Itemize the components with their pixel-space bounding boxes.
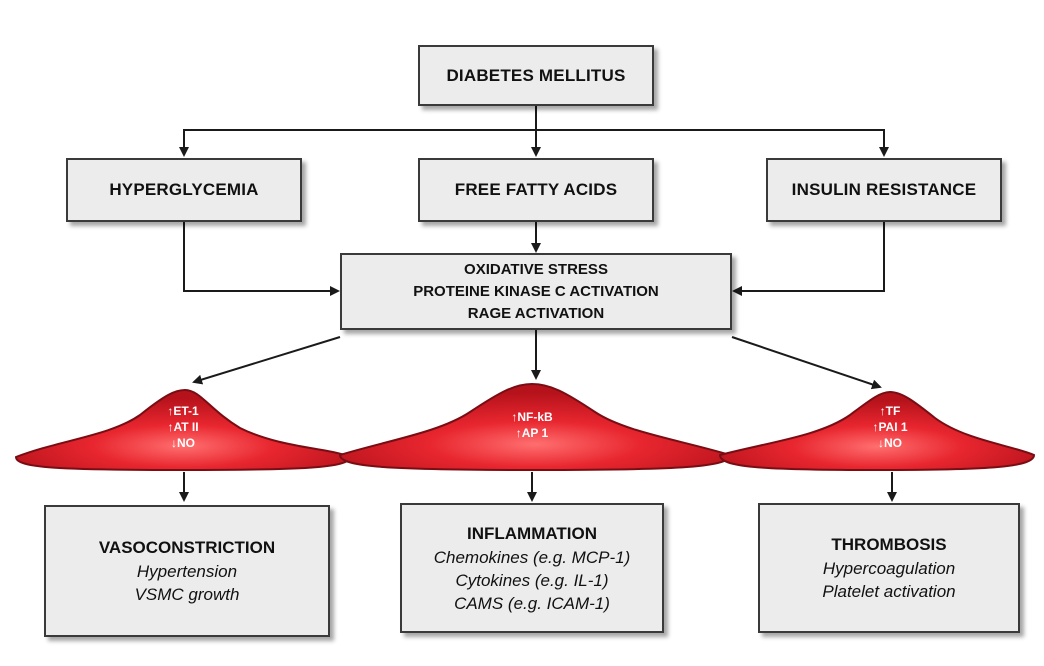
diabetes-mellitus-label: DIABETES MELLITUS — [446, 65, 626, 85]
ap1-marker: ↑AP 1 — [515, 426, 549, 440]
hyperglycemia-label: HYPERGLYCEMIA — [109, 180, 259, 199]
thrombosis-title: THROMBOSIS — [831, 535, 947, 554]
nfkb-marker: ↑NF-kB — [511, 410, 553, 424]
at2-marker: ↑AT II — [167, 420, 199, 434]
chemokines-item: Chemokines (e.g. MCP-1) — [433, 547, 631, 567]
mound-left-text: ↑ET-1 ↑AT II ↓NO — [123, 403, 243, 451]
insulin-resistance-box: INSULIN RESISTANCE — [766, 158, 1002, 222]
rage-activation-label: RAGE ACTIVATION — [467, 304, 605, 322]
pai1-marker: ↑PAI 1 — [872, 420, 908, 434]
no-marker-left: ↓NO — [171, 436, 195, 450]
free-fatty-acids-label: FREE FATTY ACIDS — [454, 180, 618, 199]
thrombosis-box: THROMBOSIS Hypercoagulation Platelet act… — [758, 503, 1020, 633]
central-mechanisms-box: OXIDATIVE STRESS PROTEINE KINASE C ACTIV… — [340, 253, 732, 330]
arrow-central-left — [192, 336, 341, 385]
et1-marker: ↑ET-1 — [167, 404, 199, 418]
mound-middle-text: ↑NF-kB ↑AP 1 — [472, 409, 592, 441]
tf-marker: ↑TF — [879, 404, 901, 418]
arrow-insulin-central — [732, 222, 885, 296]
platelet-activation-item: Platelet activation — [822, 582, 956, 601]
inflammation-box: INFLAMMATION Chemokines (e.g. MCP-1) Cyt… — [400, 503, 664, 633]
inflammation-title: INFLAMMATION — [467, 523, 597, 543]
vasoconstriction-box: VASOCONSTRICTION Hypertension VSMC growt… — [44, 505, 330, 637]
diabetes-mellitus-box: DIABETES MELLITUS — [418, 45, 654, 106]
hypercoagulation-item: Hypercoagulation — [822, 559, 956, 578]
no-marker-right: ↓NO — [878, 436, 902, 450]
oxidative-stress-label: OXIDATIVE STRESS — [464, 260, 608, 278]
vsmc-growth-item: VSMC growth — [134, 585, 240, 604]
arrow-central-right — [731, 336, 882, 390]
cams-item: CAMS (e.g. ICAM-1) — [454, 593, 610, 613]
arrow-hyper-central — [183, 222, 340, 296]
free-fatty-acids-box: FREE FATTY ACIDS — [418, 158, 654, 222]
cytokines-item: Cytokines (e.g. IL-1) — [455, 570, 609, 590]
hyperglycemia-box: HYPERGLYCEMIA — [66, 158, 302, 222]
hypertension-item: Hypertension — [136, 562, 238, 581]
pkc-activation-label: PROTEINE KINASE C ACTIVATION — [413, 282, 659, 300]
mound-right-text: ↑TF ↑PAI 1 ↓NO — [830, 403, 950, 451]
mound-right — [718, 390, 1036, 472]
insulin-resistance-label: INSULIN RESISTANCE — [791, 180, 977, 199]
mound-middle — [338, 382, 732, 472]
mound-left — [14, 388, 352, 472]
vasoconstriction-title: VASOCONSTRICTION — [98, 538, 276, 557]
